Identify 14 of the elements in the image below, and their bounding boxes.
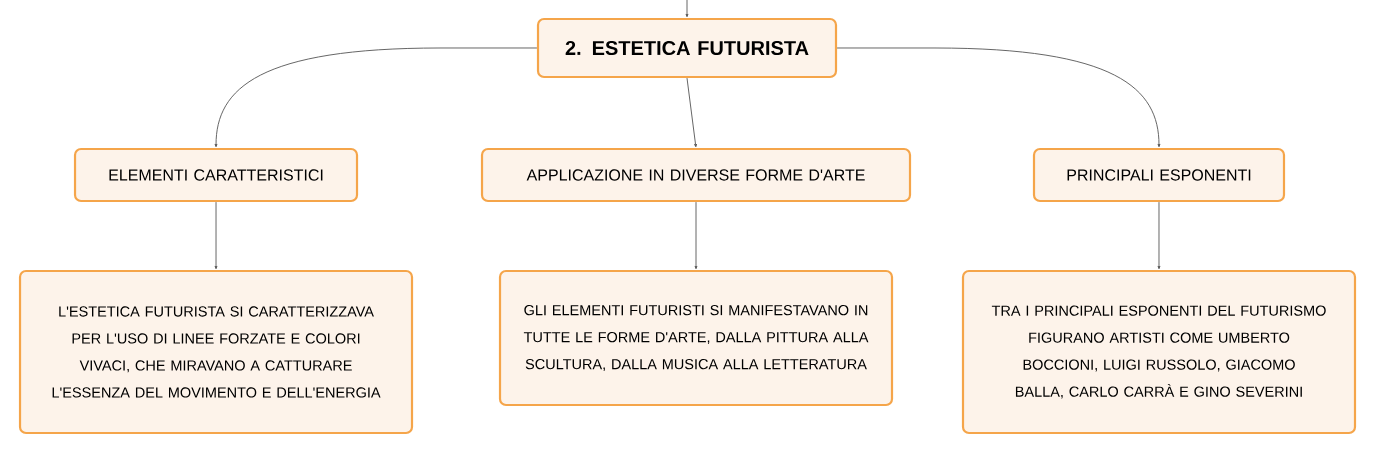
topic-box: ELEMENTI CARATTERISTICI — [73, 147, 359, 203]
arrow — [214, 201, 218, 270]
description-box: TRA I PRINCIPALI ESPONENTI DEL FUTURISMO FIGURANO ARTISTI COME UMBERTO BOCCIONI, LUIGI RUSSOLO, GIACOMO BALLA, CARLO CARRÀ E GINO SEVERINI — [961, 269, 1357, 435]
description-box: GLI ELEMENTI FUTURISTI SI MANIFESTAVANO IN TUTTE LE FORME D'ARTE, DALLA PITTURA ALLA SCULTURA, DALLA MUSICA ALLA LETTERATURA — [498, 269, 894, 407]
topic-box: APPLICAZIONE IN DIVERSE FORME D'ARTE — [480, 147, 912, 203]
arrow — [694, 201, 698, 270]
title-box: 2. ESTETICA FUTURISTA — [536, 17, 838, 79]
description-box: L'ESTETICA FUTURISTA SI CARATTERIZZAVA PER L'USO DI LINEE FORZATE E COLORI VIVACI, CHE MIRAVANO A CATTURARE L'ESSENZA DEL MOVIMENTO E DELL'ENERGIA — [18, 269, 414, 435]
arrow — [1157, 201, 1161, 270]
topic-box: PRINCIPALI ESPONENTI — [1032, 147, 1286, 203]
arrow — [214, 47, 538, 148]
arrow — [685, 0, 689, 18]
arrow — [686, 77, 697, 148]
arrow — [836, 47, 1161, 148]
